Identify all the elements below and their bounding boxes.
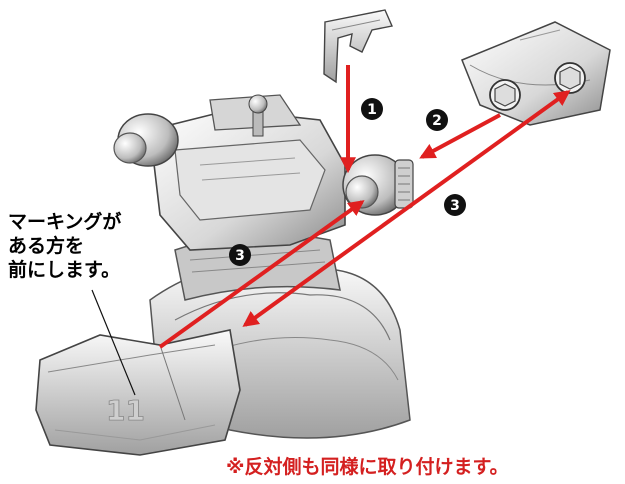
- assembly-arrows: [158, 65, 571, 349]
- arrow-step-3-right: [242, 90, 571, 327]
- callout-leader-line: [91, 289, 136, 396]
- shoulder-armor-part: [461, 21, 611, 126]
- step-badge-1: 1: [361, 98, 383, 120]
- opposite-side-note: ※反対側も同様に取り付けます。: [226, 456, 509, 478]
- svg-text:1: 1: [367, 102, 377, 118]
- marking-callout: マーキングが ある方を 前にします。: [8, 210, 178, 282]
- step-badge-3-left: 3: [229, 244, 251, 266]
- callout-line-3: 前にします。: [8, 259, 121, 281]
- svg-text:3: 3: [450, 198, 460, 214]
- shoulder-plate-11: [35, 329, 241, 456]
- step-badge-2: 2: [426, 109, 448, 131]
- small-part-1: [323, 9, 393, 84]
- svg-text:3: 3: [235, 248, 245, 264]
- part-number-label: 11: [106, 394, 145, 427]
- callout-line-2: ある方を: [8, 235, 85, 257]
- svg-text:2: 2: [432, 113, 442, 129]
- step-badge-3-right: 3: [444, 194, 466, 216]
- arrow-step-3-left: [158, 200, 365, 349]
- callout-line-1: マーキングが: [8, 211, 122, 233]
